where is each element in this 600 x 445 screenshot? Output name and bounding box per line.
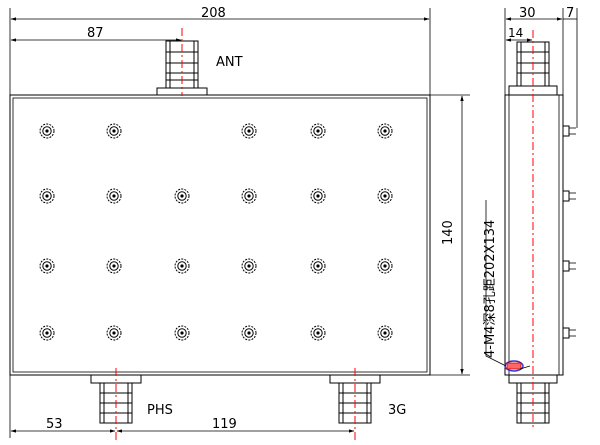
dim-side-flange: 7 bbox=[566, 6, 574, 21]
tuning-screw bbox=[310, 325, 326, 341]
mounting-note: 4-M4深8孔距202X134 bbox=[483, 220, 498, 358]
tuning-screw-grid bbox=[39, 123, 393, 341]
side-dimensions: 30 7 14 4-M4深8孔距202X134 bbox=[483, 6, 578, 367]
tuning-screw bbox=[310, 258, 326, 274]
tuning-screw bbox=[39, 258, 55, 274]
dim-side-connector: 14 bbox=[508, 26, 523, 40]
3g-connector bbox=[329, 374, 381, 424]
tuning-screw bbox=[241, 325, 257, 341]
tuning-screw bbox=[377, 123, 393, 139]
tuning-screw bbox=[310, 188, 326, 204]
dim-overall-width: 208 bbox=[201, 6, 226, 21]
tuning-screw bbox=[39, 325, 55, 341]
ant-label: ANT bbox=[216, 55, 243, 70]
tuning-screw bbox=[310, 123, 326, 139]
side-body bbox=[504, 94, 564, 376]
filter-body bbox=[9, 94, 431, 376]
tuning-screw bbox=[174, 258, 190, 274]
side-screw-stubs bbox=[562, 125, 576, 339]
side-view bbox=[504, 30, 576, 430]
tuning-screw bbox=[39, 188, 55, 204]
tuning-screw bbox=[106, 258, 122, 274]
tuning-screw bbox=[106, 188, 122, 204]
tuning-screw bbox=[241, 123, 257, 139]
mounting-hole-highlight bbox=[504, 360, 524, 372]
dim-ant-offset: 87 bbox=[87, 26, 104, 41]
phs-connector bbox=[90, 374, 142, 424]
dim-height: 140 bbox=[441, 220, 456, 245]
dim-side-depth: 30 bbox=[519, 6, 536, 21]
tuning-screw bbox=[377, 258, 393, 274]
3g-label: 3G bbox=[388, 403, 406, 418]
dim-port-spacing: 119 bbox=[212, 417, 237, 432]
tuning-screw bbox=[106, 123, 122, 139]
tuning-screw bbox=[106, 325, 122, 341]
front-dimensions: 208 87 140 53 119 bbox=[9, 6, 470, 438]
phs-label: PHS bbox=[147, 403, 173, 418]
tuning-screw bbox=[174, 188, 190, 204]
tuning-screw bbox=[241, 258, 257, 274]
tuning-screw bbox=[377, 325, 393, 341]
tuning-screw bbox=[39, 123, 55, 139]
front-view: ANT PHS 3G bbox=[9, 28, 431, 440]
tuning-screw bbox=[241, 188, 257, 204]
dim-phs-offset: 53 bbox=[46, 417, 63, 432]
tuning-screw bbox=[377, 188, 393, 204]
tuning-screw bbox=[174, 325, 190, 341]
